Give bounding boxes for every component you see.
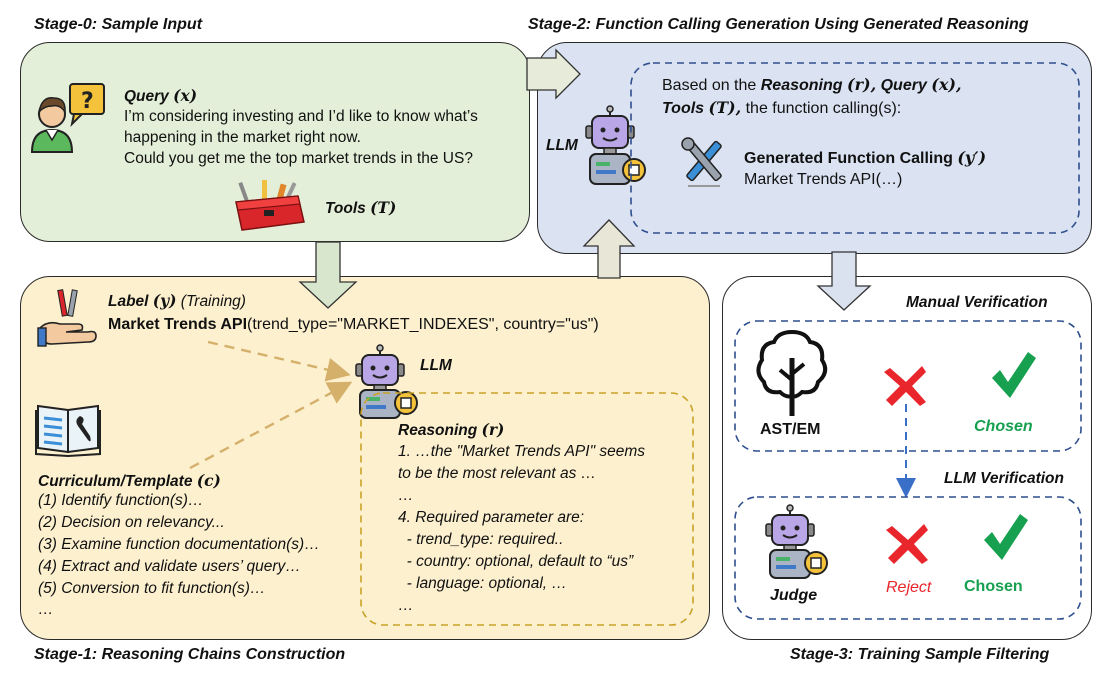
arrow-stage1-to-stage2	[582, 219, 636, 279]
curriculum-item: (3) Examine function documentation(s)…	[38, 536, 320, 553]
stage2-title: Stage-2: Function Calling Generation Usi…	[528, 16, 1029, 33]
generated-value: Market Trends API(…)	[744, 171, 903, 188]
curriculum-item: (4) Extract and validate users’ query…	[38, 558, 301, 575]
ast-em-label: AST/EM	[760, 421, 821, 438]
chosen-check-icon	[992, 352, 1036, 398]
label-heading: Label (𝒚) (Training)	[108, 290, 246, 312]
stage1-panel	[20, 276, 710, 640]
reject-label: Reject	[886, 579, 932, 596]
query-heading: Query (𝒙)	[124, 85, 197, 107]
intro-prefix: Based on the	[662, 77, 757, 94]
stage3-panel	[722, 276, 1092, 640]
arrow-stage0-to-stage2	[526, 48, 581, 100]
tree-icon	[756, 329, 828, 416]
reasoning-label: Reasoning	[398, 422, 478, 439]
judge-robot-icon	[765, 504, 828, 579]
query-symbol: (𝒙)	[173, 86, 198, 105]
stage2-panel	[537, 42, 1092, 254]
reject-x-icon	[886, 524, 928, 564]
intro-query: Query	[880, 77, 927, 94]
person-question-icon: ?	[30, 83, 105, 153]
curriculum-heading: Curriculum/Template (𝒄)	[38, 470, 221, 492]
label-api: Market Trends API(trend_type="MARKET_IND…	[108, 314, 599, 335]
intro-tools-symbol: (𝑻),	[708, 98, 742, 117]
llm-dashed-box	[734, 496, 1082, 620]
curriculum-item: …	[38, 601, 54, 618]
reasoning-line: …	[398, 597, 414, 614]
stage2-intro-line-2: Tools (𝑻), the function calling(s):	[662, 97, 901, 119]
hand-tools-icon	[37, 289, 97, 347]
curriculum-item: (1) Identify function(s)…	[38, 492, 204, 509]
reasoning-dashed-box	[360, 392, 694, 626]
arrow-stage2-to-stage3	[816, 251, 872, 311]
label-note: (Training)	[180, 293, 246, 310]
label-api-name: Market Trends API	[108, 316, 248, 333]
intro-query-symbol: (𝒙),	[931, 75, 962, 94]
reasoning-symbol: (𝒓)	[481, 420, 505, 439]
curriculum-symbol: (𝒄)	[196, 471, 221, 490]
chosen-label-2: Chosen	[964, 578, 1023, 595]
generated-heading: Generated Function Calling (𝒚′)	[744, 147, 986, 169]
tools-symbol: (𝑻)	[370, 198, 397, 217]
manual-verification-title: Manual Verification	[906, 294, 1048, 311]
arrow-curriculum-to-llm	[189, 381, 353, 470]
reasoning-line: - country: optional, default to “us”	[398, 553, 634, 570]
query-label: Query	[124, 88, 169, 105]
intro-reasoning-symbol: (𝒓),	[847, 75, 877, 94]
curriculum-label: Curriculum/Template	[38, 473, 193, 490]
chosen-check-icon	[984, 514, 1028, 560]
reasoning-line: …	[398, 487, 414, 504]
reject-x-icon	[884, 366, 926, 406]
generated-symbol: (𝒚′)	[957, 148, 987, 167]
arrow-stage0-to-stage1	[298, 241, 358, 309]
stage2-intro-line-1: Based on the Reasoning (𝒓), Query (𝒙),	[662, 74, 962, 96]
label-symbol: (𝒚)	[152, 291, 177, 310]
intro-reasoning: Reasoning	[760, 77, 843, 94]
reasoning-line: - language: optional, …	[398, 575, 567, 592]
generated-label: Generated Function Calling	[744, 150, 953, 167]
stage1-llm-label: LLM	[420, 357, 452, 374]
arrow-label-to-llm	[207, 340, 351, 382]
reasoning-line: - trend_type: required..	[398, 531, 564, 548]
reasoning-heading: Reasoning (𝒓)	[398, 419, 504, 441]
query-line-1: I’m considering investing and I’d like t…	[124, 108, 478, 125]
reasoning-line: 1. …the "Market Trends API" seems	[398, 443, 646, 460]
curriculum-item: (5) Conversion to fit function(s)…	[38, 580, 266, 597]
llm-verification-title: LLM Verification	[944, 470, 1064, 487]
chosen-label-1: Chosen	[974, 418, 1033, 435]
tools-label: Tools	[325, 200, 366, 217]
stage0-title: Stage-0: Sample Input	[34, 16, 203, 33]
stage3-title: Stage-3: Training Sample Filtering	[790, 646, 1050, 663]
curriculum-item: (2) Decision on relevancy...	[38, 514, 225, 531]
svg-text:?: ?	[81, 89, 94, 114]
intro-tools: Tools	[662, 100, 705, 117]
query-line-2: happening in the market right now.	[124, 129, 361, 146]
label-api-args: (trend_type="MARKET_INDEXES", country="u…	[247, 316, 599, 333]
stage1-robot-icon	[355, 344, 418, 419]
reasoning-line: to be the most relevant as …	[398, 465, 597, 482]
query-line-3: Could you get me the top market trends i…	[124, 150, 473, 167]
stage1-title: Stage-1: Reasoning Chains Construction	[34, 646, 346, 663]
tools-heading: Tools (𝑻)	[325, 197, 396, 219]
stage2-llm-label: LLM	[546, 137, 578, 154]
reasoning-line: 4. Required parameter are:	[398, 509, 585, 526]
judge-label: Judge	[770, 587, 818, 604]
tools-cross-icon	[681, 137, 722, 187]
label-label: Label	[108, 293, 149, 310]
manual-dashed-box	[734, 320, 1082, 452]
manual-book-icon	[35, 404, 101, 458]
intro-suffix: the function calling(s):	[745, 100, 902, 117]
toolbox-icon	[235, 180, 305, 231]
